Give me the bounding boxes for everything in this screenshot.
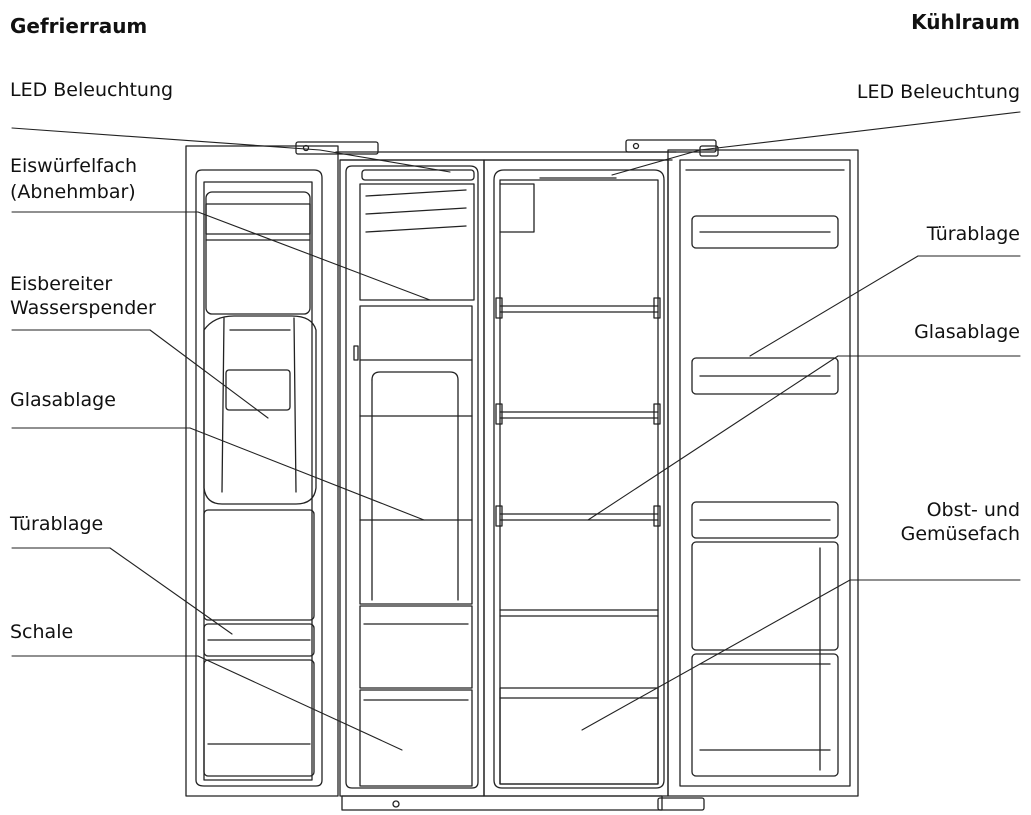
label-ice-tray-line1: Eiswürfelfach bbox=[10, 155, 138, 177]
label-crisper-line1: Obst- und bbox=[926, 499, 1020, 521]
leader-led-right bbox=[699, 111, 1021, 151]
fridge-door bbox=[667, 145, 859, 797]
label-led-left: LED Beleuchtung bbox=[10, 79, 174, 101]
fridge-compartment bbox=[483, 159, 669, 797]
fridge-heading: Kühlraum bbox=[911, 10, 1020, 34]
cabinet-base bbox=[341, 795, 663, 811]
label-ice-maker-line1: Eisbereiter bbox=[10, 273, 113, 295]
label-tray: Schale bbox=[10, 621, 74, 643]
fridge-door-bin-1 bbox=[691, 215, 839, 249]
label-door-shelf-left: Türablage bbox=[10, 513, 104, 535]
label-glass-shelf-left: Glasablage bbox=[10, 389, 116, 411]
freezer-heading: Gefrierraum bbox=[10, 14, 148, 38]
label-ice-maker-line2: Wasserspender bbox=[10, 297, 156, 319]
label-door-shelf-right: Türablage bbox=[926, 223, 1020, 245]
freezer-tray bbox=[359, 689, 473, 787]
label-ice-tray-line2: (Abnehmbar) bbox=[10, 181, 136, 203]
label-led-right: LED Beleuchtung bbox=[856, 81, 1020, 103]
label-glass-shelf-right: Glasablage bbox=[914, 321, 1020, 343]
freezer-door-shelf bbox=[203, 623, 315, 657]
label-crisper-line2: Gemüsefach bbox=[900, 523, 1020, 545]
freezer-bottom-bin bbox=[203, 659, 315, 777]
cabinet-outline bbox=[295, 139, 717, 811]
leader-led-left bbox=[11, 127, 321, 151]
freezer-compartment bbox=[339, 159, 485, 797]
leader-lines bbox=[11, 111, 1021, 751]
fridge-door-bin-2 bbox=[691, 357, 839, 395]
freezer-door bbox=[185, 145, 339, 797]
hinge-left bbox=[295, 141, 379, 155]
fridge-crisper bbox=[499, 687, 659, 785]
